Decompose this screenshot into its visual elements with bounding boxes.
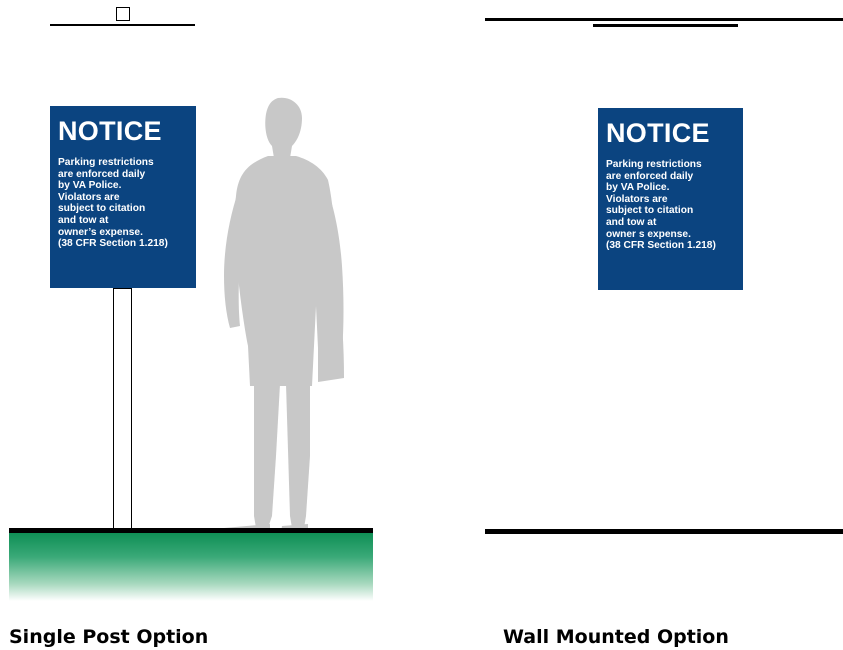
- sign-line: and tow at: [606, 216, 657, 228]
- sign-title: NOTICE: [606, 118, 710, 148]
- top-right-sign-width-line: [593, 24, 738, 27]
- sign-line: are enforced daily: [58, 168, 146, 180]
- sign-line: owner’s expense.: [58, 226, 143, 238]
- sign-line: Violators are: [606, 193, 668, 205]
- sign-line: by VA Police.: [606, 182, 670, 194]
- sign-post: [113, 288, 132, 530]
- sign-body: Parking restrictions are enforced daily …: [606, 159, 735, 252]
- top-left-dimension-line: [50, 24, 195, 26]
- sign-line: and tow at: [58, 214, 109, 226]
- ground-line: [9, 528, 373, 533]
- sign-body: Parking restrictions are enforced daily …: [58, 157, 188, 250]
- sign-line: Parking restrictions: [606, 159, 702, 170]
- sign-line: Violators are: [58, 191, 120, 203]
- single-post-notice-sign: NOTICE Parking restrictions are enforced…: [50, 106, 196, 288]
- single-post-caption: Single Post Option: [9, 626, 209, 648]
- top-right-dimension-line: [485, 18, 843, 21]
- wall-mounted-caption: Wall Mounted Option: [503, 626, 729, 648]
- grass-ground: [9, 533, 373, 601]
- sign-title: NOTICE: [58, 116, 162, 146]
- sign-line: are enforced daily: [606, 170, 694, 182]
- sign-line: Parking restrictions: [58, 157, 154, 168]
- sign-line: subject to citation: [58, 203, 146, 215]
- sign-line: subject to citation: [606, 205, 694, 217]
- sign-line: (38 CFR Section 1.218): [58, 238, 168, 250]
- wall-floor-line: [485, 529, 843, 534]
- top-left-marker-square: [116, 7, 130, 21]
- sign-line: by VA Police.: [58, 180, 122, 192]
- sign-line: (38 CFR Section 1.218): [606, 240, 716, 252]
- sign-line: owner s expense.: [606, 228, 691, 240]
- person-silhouette-icon: [222, 97, 344, 538]
- wall-mounted-notice-sign: NOTICE Parking restrictions are enforced…: [598, 108, 743, 290]
